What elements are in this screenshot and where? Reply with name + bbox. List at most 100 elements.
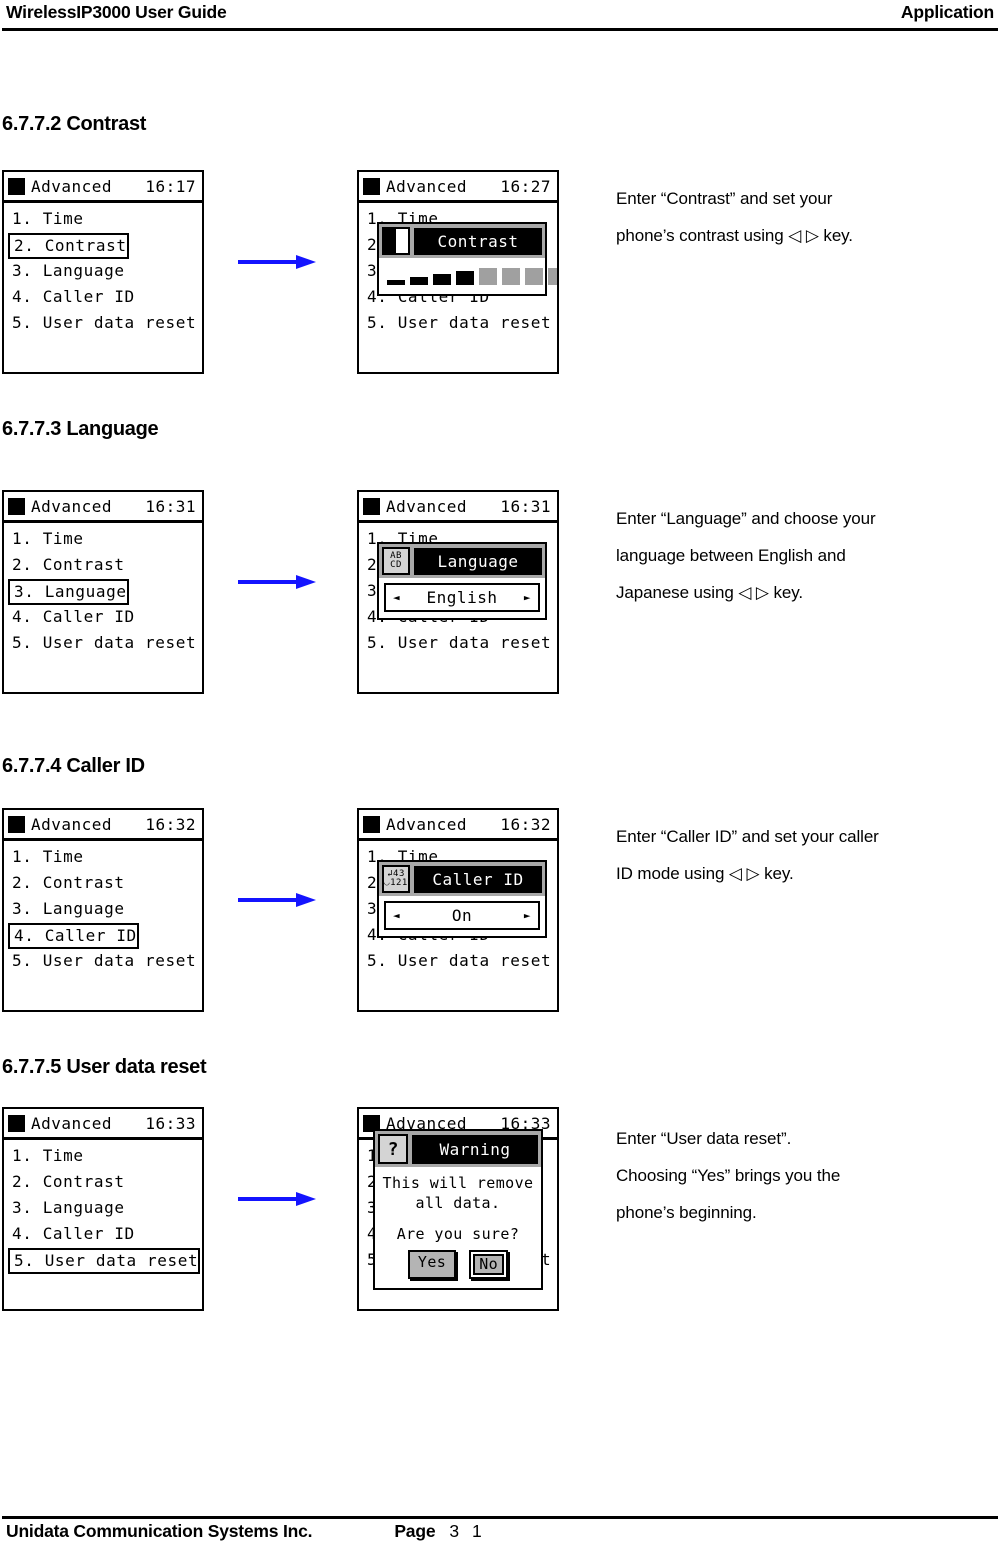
popup-title: Language [414,547,542,575]
menu-item-wrap: 2. Contrast [10,553,202,579]
warning-title: Warning [412,1134,538,1164]
menu-item-wrap: 2. Contrast [10,871,202,897]
lcd-clock: 16:33 [500,1113,551,1133]
selected-value: English [426,588,498,607]
menu-item-4[interactable]: 4. Caller ID [12,1224,135,1243]
caption-line-2: language between English and [616,546,846,565]
caption-line-2: ID mode using ◁ ▷ key. [616,864,794,883]
caption-line-1: Enter “Language” and choose your [616,509,876,528]
footer-divider [2,1516,998,1519]
lcd-menu-list: 1. Time 2. Contrast 3. Language 4. Caller I… [4,841,202,975]
lcd-clock: 16:33 [145,1113,196,1133]
lcd-title-text: Advanced [31,814,113,834]
header-divider [2,28,998,31]
caption-line-1: Enter “Contrast” and set your [616,189,833,208]
menu-item-5[interactable]: 5. User data reset [12,313,197,332]
signal-icon [8,1114,25,1132]
lcd-title-text: Advanced [31,176,113,196]
menu-item-2[interactable]: 2. Contrast [12,1172,125,1191]
no-button[interactable]: No [469,1250,509,1279]
left-arrow-icon[interactable]: ◄ [393,909,401,922]
menu-item-1[interactable]: 1. Time [12,209,84,228]
lcd-clock: 16:32 [145,814,196,834]
section-heading-2: 6.7.7.3 Language [2,418,159,440]
menu-item-wrap: 2. Contrast [8,233,202,259]
signal-icon [363,1114,380,1132]
menu-item-wrap: 5. User data reset [10,949,202,975]
page-header: WirelessIP3000 User Guide Application [0,0,1000,34]
menu-item-wrap: 4. Caller ID [8,923,202,949]
lcd-clock: 16:17 [145,176,196,196]
menu-item-3[interactable]: 3. Language [8,579,129,605]
menu-item-2[interactable]: 2. Contrast [12,555,125,574]
menu-item-4[interactable]: 4. Caller ID [12,607,135,626]
lcd-clock: 16:32 [500,814,551,834]
footer-page-number: 3 1 [449,1521,486,1541]
menu-item-wrap: 1. Time [10,1144,202,1170]
menu-item-5[interactable]: 5. User data reset [367,633,552,652]
menu-item-wrap: 4. Caller ID [10,605,202,631]
yes-button[interactable]: Yes [407,1250,457,1279]
menu-item-wrap: 5. User data reset [10,631,202,657]
arrow-head [296,255,316,269]
menu-item-wrap: 5. User data reset [8,1248,202,1274]
right-arrow-icon[interactable]: ► [523,909,531,922]
menu-item-1[interactable]: 1. Time [12,847,84,866]
section-heading-1: 6.7.7.2 Contrast [2,113,147,135]
footer-page: Page 3 1 [394,1521,485,1542]
caption-line-3: phone’s beginning. [616,1203,757,1222]
left-arrow-icon[interactable]: ◄ [393,591,401,604]
arrow-head [296,1192,316,1206]
lcd-title-text: Advanced [31,496,113,516]
selected-value: On [451,906,473,925]
header-title: WirelessIP3000 User Guide [6,2,227,22]
menu-item-2[interactable]: 2. Contrast [8,233,129,259]
arrow-shaft [238,898,298,902]
arrow-shaft [238,260,298,264]
lcd-screen-3-left: Advanced 16:32 1. Time 2. Contrast 3. Langua… [2,808,204,1012]
menu-item-3[interactable]: 3. Language [12,899,125,918]
lcd-title-text: Advanced [386,176,468,196]
popup-header: Contrast [379,224,545,258]
caption-line-2: Choosing “Yes” brings you the [616,1166,841,1185]
value-selector[interactable]: ◄ On ► [384,901,540,930]
menu-item-5[interactable]: 5. User data reset [367,951,552,970]
flow-arrow-1 [238,255,318,269]
menu-item-1[interactable]: 1. Time [12,1146,84,1165]
menu-item-5[interactable]: 5. User data reset [367,313,552,332]
lcd-menu-list: 1. Time 2. Contrast 3. Language 4. Caller I… [4,1140,202,1274]
contrast-bar-gauge[interactable] [379,258,557,294]
flow-arrow-3 [238,893,318,907]
menu-item-wrap: 1. Time [10,207,202,233]
lcd-title-text: Advanced [386,1113,468,1133]
section-heading-3: 6.7.7.4 Caller ID [2,755,145,777]
menu-item-1[interactable]: 1. Time [12,529,84,548]
menu-item-5[interactable]: 5. User data reset [12,951,197,970]
menu-item-3[interactable]: 3. Language [12,261,125,280]
menu-item-5[interactable]: 5. User data reset [12,633,197,652]
value-selector[interactable]: ◄ English ► [384,583,540,612]
menu-item-3[interactable]: 3. Language [12,1198,125,1217]
warning-header: ?Warning [375,1131,541,1167]
menu-item-2[interactable]: 2. Contrast [12,873,125,892]
menu-item-4[interactable]: 4. Caller ID [12,287,135,306]
menu-item-4[interactable]: 4. Caller ID [8,923,139,949]
warning-question: Are you sure? [396,1225,520,1243]
lcd-clock: 16:31 [145,496,196,516]
footer-company: Unidata Communication Systems Inc. [6,1521,313,1541]
lcd-title-bar: Advanced 16:17 [4,172,202,203]
contrast-bar-6 [502,268,520,285]
right-arrow-icon[interactable]: ► [523,591,531,604]
menu-item-5[interactable]: 5. User data reset [8,1248,201,1274]
icon-line-bottom: CD [390,560,402,570]
lcd-clock: 16:31 [500,496,551,516]
